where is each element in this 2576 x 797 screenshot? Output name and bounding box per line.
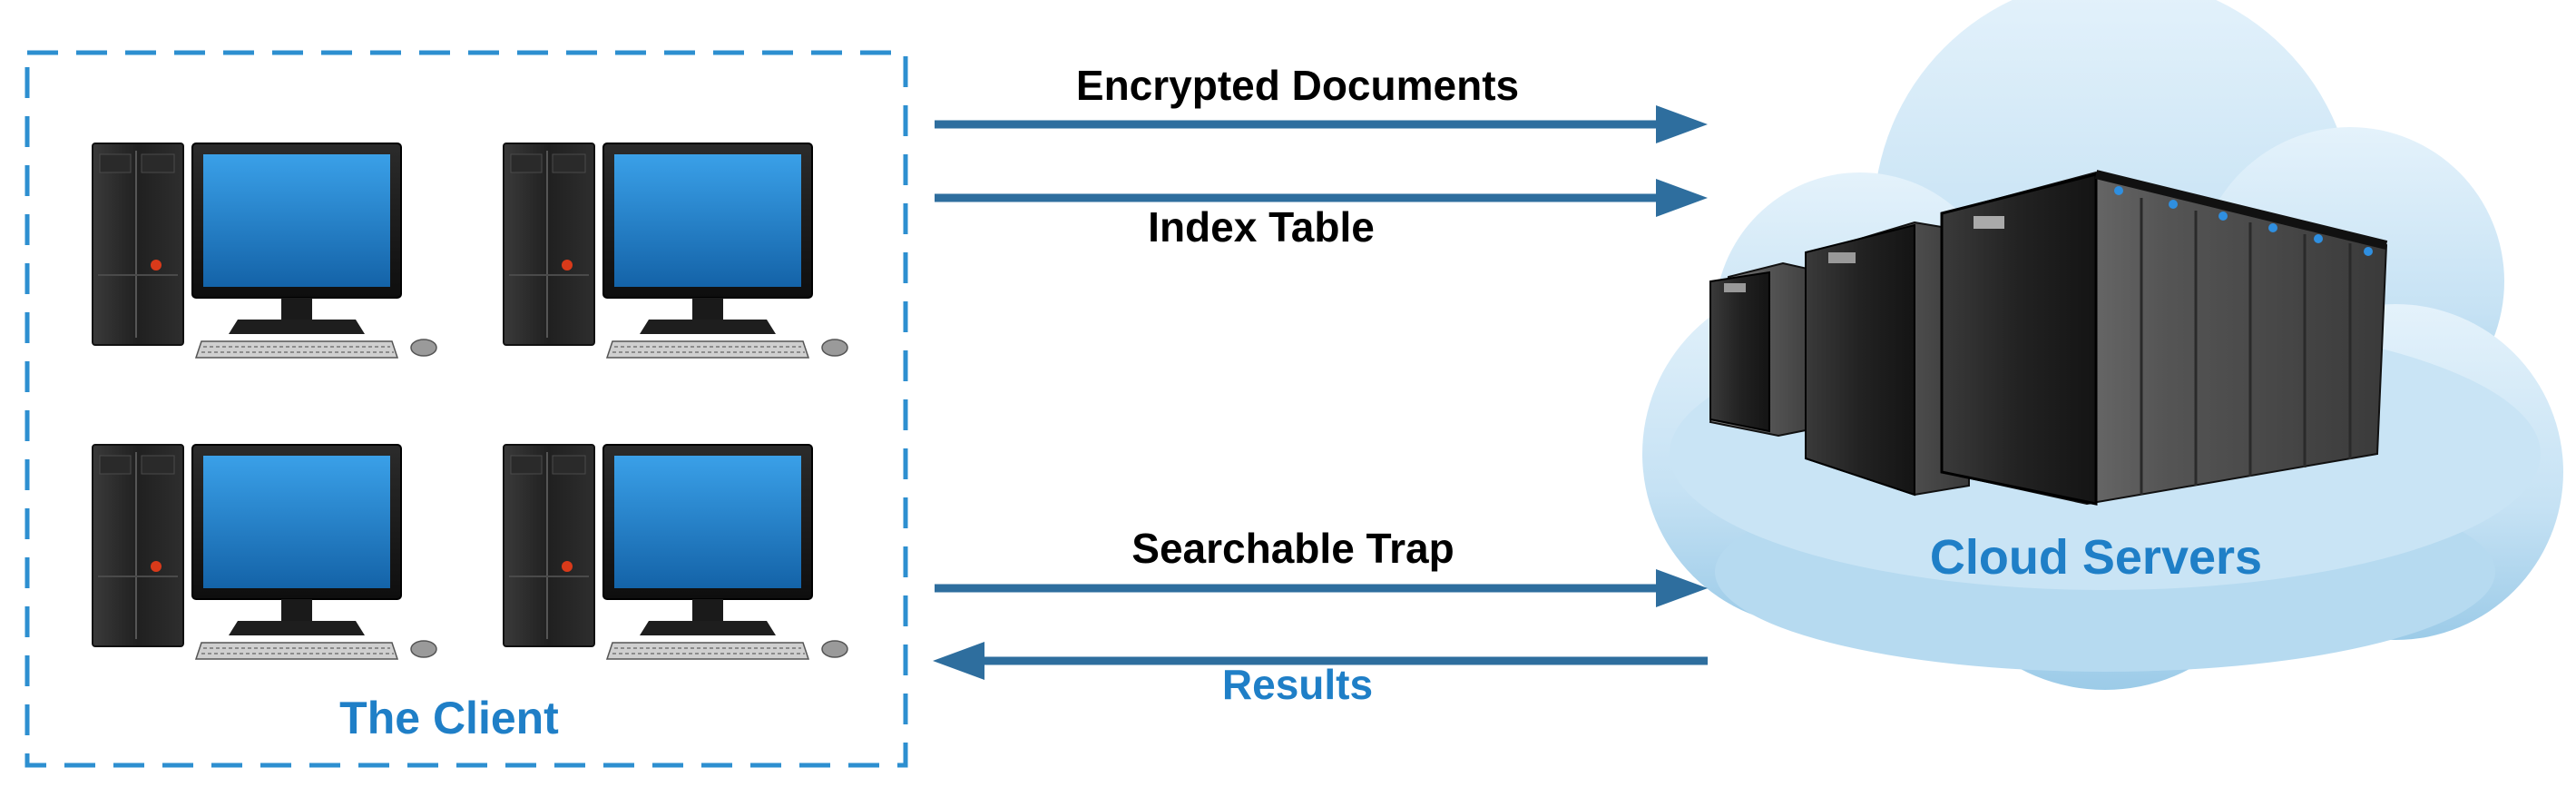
arrow-searchable-trap	[935, 569, 1708, 607]
desktop-computer-icon	[92, 444, 437, 660]
encrypted-documents-label: Encrypted Documents	[1076, 62, 1519, 109]
searchable-trap-label: Searchable Trap	[1131, 525, 1454, 572]
desktop-computer-icon	[503, 444, 848, 660]
client-boundary	[24, 50, 908, 768]
desktop-computer-icon	[92, 143, 437, 359]
index-table-label: Index Table	[1148, 203, 1375, 251]
results-label: Results	[1222, 661, 1373, 708]
arrow-index-table	[935, 179, 1708, 217]
cloud-label: Cloud Servers	[1930, 530, 2262, 585]
arrow-results	[933, 642, 1708, 680]
server-rack-icon	[1709, 170, 2388, 506]
arrow-encrypted-documents	[935, 105, 1708, 143]
client-label: The Client	[339, 693, 559, 743]
desktop-computer-icon	[503, 143, 848, 359]
